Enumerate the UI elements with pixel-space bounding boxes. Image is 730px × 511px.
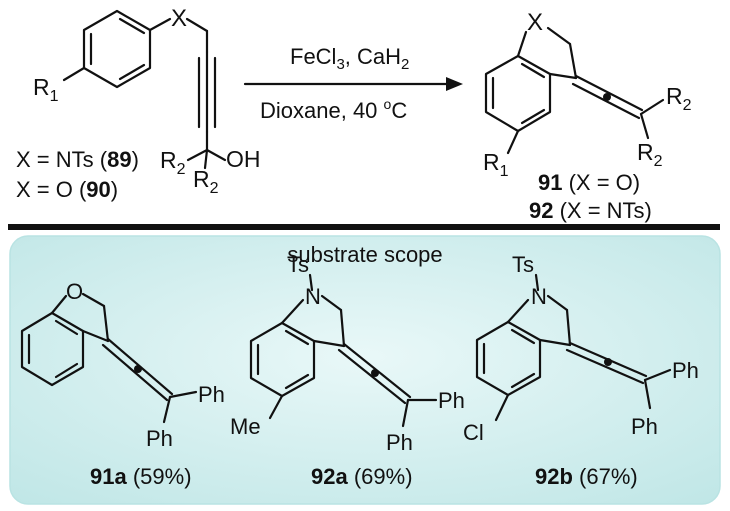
ph-label-92b-2: Ph xyxy=(631,414,658,439)
oh-label: OH xyxy=(226,146,261,172)
reaction-arrow xyxy=(243,77,463,91)
allene-center-dot xyxy=(603,93,611,101)
ph-label-92a-2: Ph xyxy=(386,430,413,455)
ph-label-92b-1: Ph xyxy=(672,358,699,383)
product-label-92: 92 (X = NTs) xyxy=(529,198,652,223)
me-label-92a: Me xyxy=(230,414,261,439)
ph-label-92a-1: Ph xyxy=(438,388,465,413)
product-label-91: 91 (X = O) xyxy=(538,170,640,195)
section-divider xyxy=(8,224,720,230)
nitrogen-label-92b: N xyxy=(531,284,547,309)
product-r2-upper: R2 xyxy=(666,83,692,114)
ts-label-92a: Ts xyxy=(287,252,309,277)
compound-92b-structure xyxy=(475,273,672,422)
r2-left-label: R2 xyxy=(160,147,186,178)
compound-91a-label: 91a (59%) xyxy=(90,464,192,489)
ph-label-91a-2: Ph xyxy=(146,426,173,451)
sm-label-89: X = NTs (89) xyxy=(16,147,139,172)
product-x-label: X xyxy=(527,9,543,36)
product-r2-lower: R2 xyxy=(637,139,663,170)
allene-dot-91a xyxy=(134,365,142,373)
ts-label-92b: Ts xyxy=(512,252,534,277)
nitrogen-label-92a: N xyxy=(305,284,321,309)
cl-label-92b: Cl xyxy=(463,420,484,445)
oxygen-label-91a: O xyxy=(66,279,83,304)
compound-92a-label: 92a (69%) xyxy=(311,464,413,489)
product-r1-label: R1 xyxy=(483,149,509,180)
compound-92b-label: 92b (67%) xyxy=(535,464,638,489)
x-atom-label: X xyxy=(171,5,187,32)
r2-bottom-label: R2 xyxy=(193,166,219,197)
reagents-label: FeCl3, CaH2 xyxy=(290,44,409,73)
allene-dot-92b xyxy=(604,358,612,366)
r1-label: R1 xyxy=(33,74,59,105)
sm-label-90: X = O (90) xyxy=(16,177,118,202)
ph-label-91a-1: Ph xyxy=(198,382,225,407)
starting-material xyxy=(62,9,227,170)
conditions-label: Dioxane, 40 oC xyxy=(260,96,407,123)
substrate-scope-title: substrate scope xyxy=(287,242,442,267)
compound-92a-structure xyxy=(249,273,438,428)
product-structure xyxy=(484,26,665,155)
allene-dot-92a xyxy=(371,369,379,377)
